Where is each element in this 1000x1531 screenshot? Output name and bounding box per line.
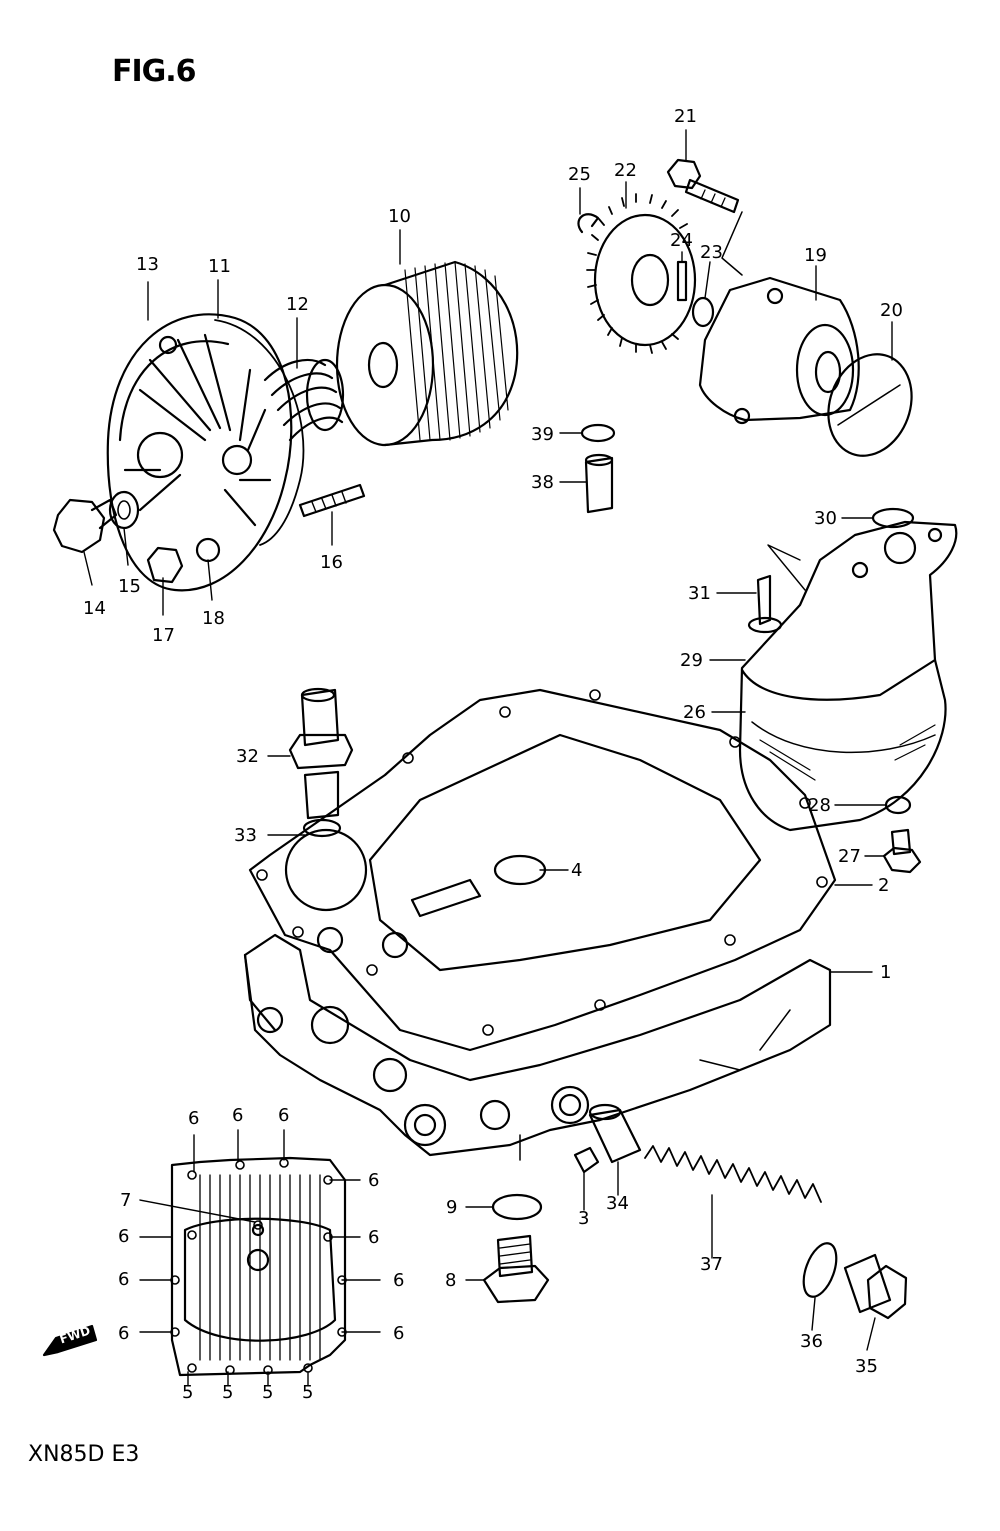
callout-26: 26 — [683, 702, 706, 723]
sump-cover — [170, 1156, 347, 1377]
callout-9: 9 — [446, 1197, 458, 1218]
drain-bolt-cover — [52, 498, 118, 554]
callout-11: 11 — [208, 256, 231, 277]
callout-6-b: 6 — [232, 1105, 244, 1126]
callout-13: 13 — [136, 254, 159, 275]
callout-6-j: 6 — [393, 1323, 405, 1344]
strainer-bolt — [747, 574, 783, 634]
callout-27: 27 — [838, 846, 861, 867]
callout-5-a: 5 — [182, 1382, 194, 1403]
pipe-38 — [584, 453, 614, 514]
callout-24: 24 — [670, 230, 693, 251]
callout-39: 39 — [531, 424, 554, 445]
relief-valve-spring — [644, 1145, 822, 1203]
cover-nut — [146, 546, 184, 584]
oil-pump-gear — [586, 193, 697, 354]
pump-circlip — [577, 213, 600, 234]
oil-pump-body — [698, 276, 860, 425]
callout-30: 30 — [814, 508, 837, 529]
callout-19: 19 — [804, 245, 827, 266]
oil-pressure-switch — [288, 687, 354, 820]
callout-15: 15 — [118, 576, 141, 597]
callout-25: 25 — [568, 164, 591, 185]
callout-12: 12 — [286, 294, 309, 315]
gasket-o-ring-4 — [493, 854, 547, 886]
callout-32: 32 — [236, 746, 259, 767]
drain-plug-washer — [491, 1193, 543, 1221]
oil-pan-gasket — [248, 688, 837, 1052]
callout-33: 33 — [234, 825, 257, 846]
callout-21: 21 — [674, 106, 697, 127]
figure-title: FIG.6 — [112, 54, 197, 89]
pump-washer — [691, 296, 715, 328]
oil-strainer — [738, 520, 958, 832]
callout-8: 8 — [445, 1270, 457, 1291]
callout-37: 37 — [700, 1254, 723, 1275]
callout-4: 4 — [571, 860, 583, 881]
callout-18: 18 — [202, 608, 225, 629]
callout-31: 31 — [688, 583, 711, 604]
callout-35: 35 — [855, 1356, 878, 1377]
cover-o-ring — [214, 319, 305, 546]
callout-6-c: 6 — [278, 1105, 290, 1126]
callout-20: 20 — [880, 300, 903, 321]
strainer-mount-bolt — [882, 828, 922, 874]
fwd-arrow — [42, 1324, 98, 1357]
strainer-o-ring — [871, 507, 915, 529]
callout-16: 16 — [320, 552, 343, 573]
callout-29: 29 — [680, 650, 703, 671]
callout-1: 1 — [880, 962, 892, 983]
oil-pan — [243, 933, 832, 1161]
oil-filter-cover — [106, 313, 293, 592]
filter-spring — [263, 358, 345, 442]
callout-3: 3 — [578, 1208, 590, 1229]
callout-34: 34 — [606, 1193, 629, 1214]
relief-valve-plug — [843, 1253, 908, 1320]
relief-valve-sleeve — [588, 1103, 642, 1164]
relief-valve-cap — [573, 1146, 600, 1174]
callout-5-d: 5 — [302, 1382, 314, 1403]
strainer-washer — [884, 795, 912, 815]
pump-bolt — [666, 158, 740, 214]
callout-14: 14 — [83, 598, 106, 619]
oil-filter-element — [335, 260, 519, 447]
pump-pin — [676, 260, 688, 302]
callout-5-c: 5 — [262, 1382, 274, 1403]
callout-5-b: 5 — [222, 1382, 234, 1403]
callout-6-a: 6 — [188, 1108, 200, 1129]
cover-stud — [298, 483, 366, 518]
callout-6-h: 6 — [393, 1270, 405, 1291]
callout-38: 38 — [531, 472, 554, 493]
callout-22: 22 — [614, 160, 637, 181]
callout-23: 23 — [700, 242, 723, 263]
callout-6-d: 6 — [368, 1170, 380, 1191]
drain-plug — [482, 1234, 550, 1304]
callout-6-i: 6 — [118, 1323, 130, 1344]
callout-17: 17 — [152, 625, 175, 646]
callout-28: 28 — [808, 795, 831, 816]
o-ring-39 — [580, 423, 616, 443]
callout-7: 7 — [120, 1190, 132, 1211]
callout-6-f: 6 — [118, 1226, 130, 1247]
model-code: XN85D E3 — [28, 1442, 140, 1467]
callout-6-g: 6 — [118, 1269, 130, 1290]
leader-lines — [83, 129, 893, 1386]
callout-2: 2 — [878, 875, 890, 896]
relief-valve-washer — [802, 1242, 838, 1298]
pump-gasket — [827, 353, 913, 457]
callout-10: 10 — [388, 206, 411, 227]
callout-36: 36 — [800, 1331, 823, 1352]
callout-6-e: 6 — [368, 1227, 380, 1248]
